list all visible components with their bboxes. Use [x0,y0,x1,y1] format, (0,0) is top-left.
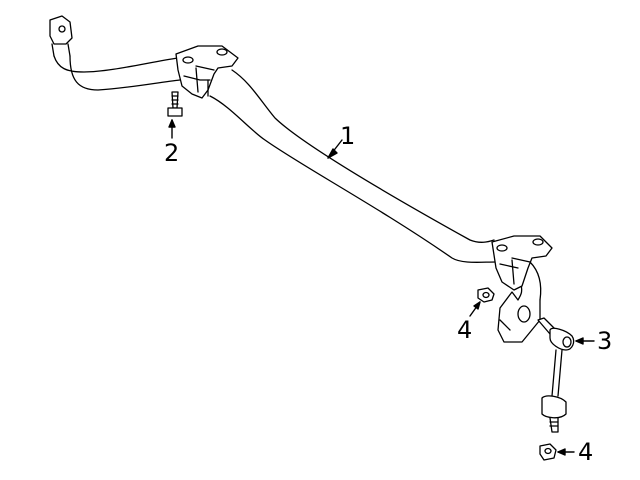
callout-3: 3 [597,327,613,355]
stabilizer-link [537,317,575,433]
callout-4-upper: 4 [457,316,473,344]
bushing-bracket-right [491,235,553,291]
leader-lines [168,119,595,456]
callout-1: 1 [340,122,356,150]
bolt [167,91,183,117]
nut-lower [539,443,557,461]
bushing-bracket-left [175,45,239,99]
callout-2: 2 [164,139,180,167]
nut-upper [477,287,495,303]
stabilizer-bar [49,15,542,343]
callout-4-lower: 4 [578,438,594,466]
